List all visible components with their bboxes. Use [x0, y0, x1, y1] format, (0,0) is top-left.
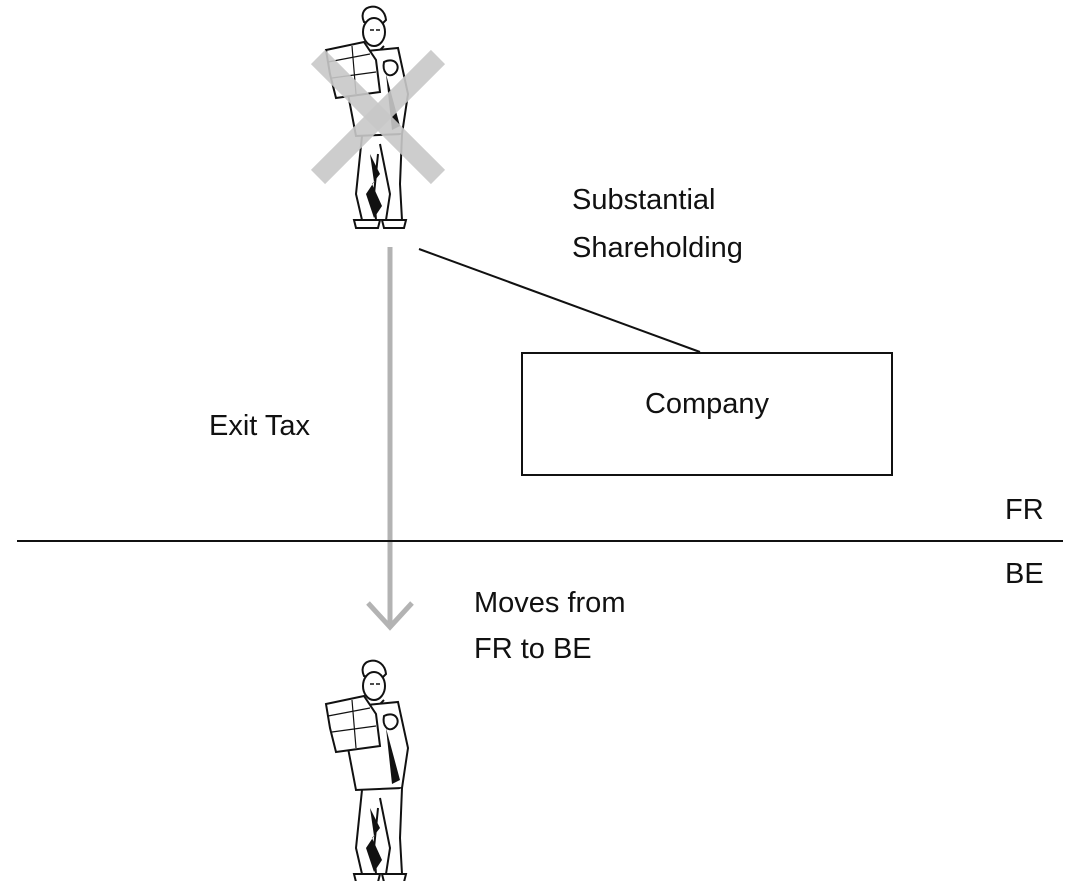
country-label-fr: FR [1005, 494, 1044, 526]
move-label-line2: FR to BE [474, 633, 592, 665]
person-after-icon [325, 659, 409, 881]
arrow-down-icon [366, 247, 414, 631]
country-label-be: BE [1005, 558, 1044, 590]
company-box: Company [521, 352, 893, 476]
shareholding-label-line1: Substantial [572, 184, 716, 216]
cross-icon [310, 49, 446, 185]
shareholding-line [418, 248, 701, 353]
shareholding-label-line2: Shareholding [572, 232, 743, 264]
move-label-line1: Moves from [474, 587, 626, 619]
exit-tax-label: Exit Tax [209, 410, 311, 442]
company-label: Company [644, 387, 770, 420]
